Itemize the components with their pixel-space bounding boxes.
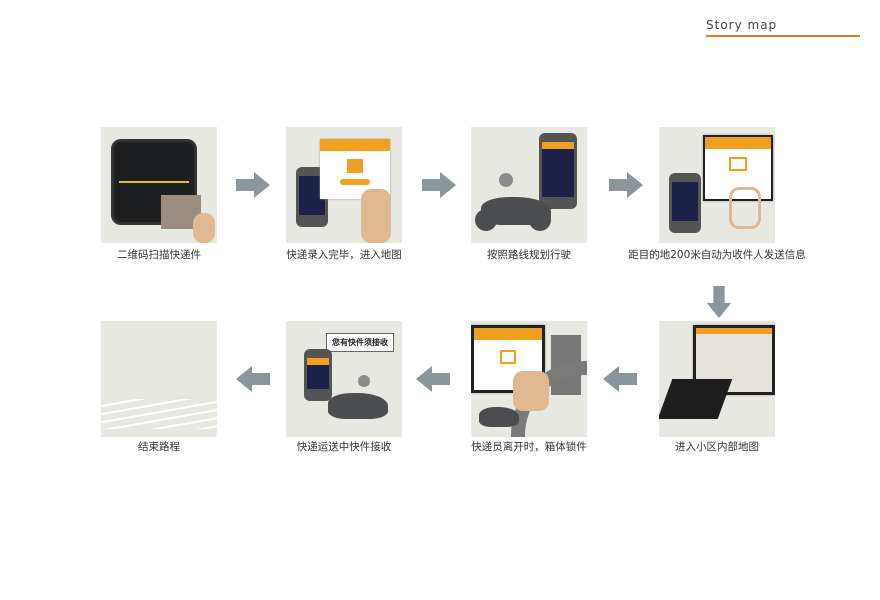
hand-icon — [513, 371, 549, 411]
arrow-right-icon — [236, 172, 270, 198]
step-7-caption: 快递运送中快件接收 — [296, 441, 392, 453]
hand-icon — [361, 189, 391, 243]
step-6-caption: 快递员离开时，箱体锁件 — [471, 441, 587, 453]
lock-icon — [500, 350, 516, 364]
arrow-left-icon — [416, 366, 450, 392]
hand-icon — [193, 213, 215, 243]
step-2-caption: 快递录入完毕，进入地图 — [286, 249, 402, 261]
step-2-illustration — [286, 127, 402, 243]
step-6-illustration — [471, 321, 587, 437]
step-8-caption: 结束路程 — [138, 441, 180, 453]
arrow-down-icon — [706, 286, 732, 318]
map-base-icon — [659, 379, 733, 419]
wheel-icon — [529, 209, 551, 231]
package-icon — [347, 159, 363, 173]
scanner-icon — [111, 139, 197, 225]
step-4-illustration — [659, 127, 775, 243]
step-7-illustration: 您有快件须接收 — [286, 321, 402, 437]
title-underline — [706, 35, 860, 37]
scooter-icon — [328, 393, 388, 419]
step-3-caption: 按照路线规划行驶 — [487, 249, 571, 261]
rider-icon — [499, 173, 513, 187]
step-1-illustration — [101, 127, 217, 243]
story-map-title: Story map — [706, 18, 778, 32]
step-8-illustration — [101, 321, 217, 437]
hand-icon — [729, 187, 761, 229]
step-1-caption: 二维码扫描快递件 — [117, 249, 201, 261]
step-3-illustration — [471, 127, 587, 243]
step-5-illustration — [659, 321, 775, 437]
arrow-right-icon — [609, 172, 643, 198]
rider-icon — [358, 375, 370, 387]
road-lines — [101, 399, 217, 429]
phone-icon — [669, 173, 701, 233]
mail-icon — [729, 157, 747, 171]
arrow-left-icon — [603, 366, 637, 392]
scooter-icon — [479, 407, 519, 427]
phone-icon — [304, 349, 332, 401]
wheel-icon — [475, 209, 497, 231]
step-4-caption: 距目的地200米自动为收件人发送信息 — [628, 249, 806, 261]
notification-bubble: 您有快件须接收 — [326, 333, 394, 352]
arrow-left-icon — [236, 366, 270, 392]
phone-icon — [539, 133, 577, 209]
step-5-caption: 进入小区内部地图 — [675, 441, 759, 453]
arrow-right-icon — [422, 172, 456, 198]
